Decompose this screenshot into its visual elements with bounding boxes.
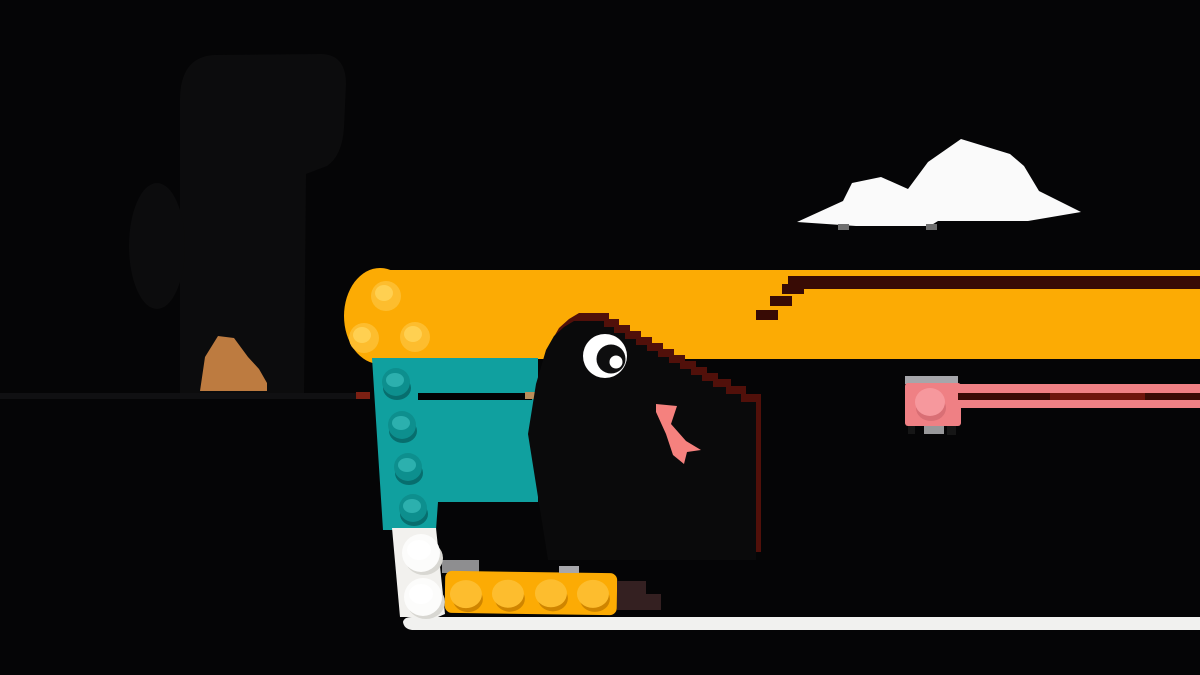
cloud-shadow-left [838,224,849,230]
bar-stud [576,579,609,608]
maroon-back-line [788,276,1200,289]
tan-accent-tip [525,392,537,399]
yellow-stud-highlight [353,327,371,343]
snake-eye [583,334,627,378]
pink-stripe-upper [958,384,1200,393]
pink-brick-stud [915,388,945,416]
stripe-red-segment [1050,393,1145,400]
bar-stud [449,580,482,609]
yellow-studs [349,281,430,353]
pink-brick [905,376,961,435]
white-stud-highlight [407,540,431,560]
bar-stud [534,579,567,608]
cloud-shadow-right [926,224,937,230]
gray-sliver-on-bar [559,566,579,573]
bar-stud [491,579,524,608]
red-accent-left-of-teal [356,392,370,399]
teal-stud-logo [392,416,410,430]
cloud [797,139,1081,230]
teal-plate-shape [372,358,538,530]
pink-brick-gray-top [905,376,958,384]
gray-wedge [442,560,479,573]
teal-studs [382,368,428,526]
desert-rock [200,336,267,391]
cloud-shape [797,139,1081,226]
yellow-stud-highlight [375,285,393,301]
bar-studs [449,579,610,613]
yellow-bar-shape [444,570,618,616]
white-brick-stack [392,528,445,619]
pink-stripe-lower [958,400,1200,408]
teal-stud-logo [386,373,404,387]
shadow-blob [617,581,661,610]
snake-tongue [656,404,701,464]
maroon-step [770,296,792,306]
head-silhouette [528,321,756,560]
shadow-blob-lower [617,594,661,610]
ground-line-left [0,393,370,399]
maroon-step [756,310,778,320]
yellow-stud-highlight [404,326,422,342]
pink-stripes [958,384,1200,408]
pink-brick-foot [947,426,956,435]
maroon-step [782,284,804,294]
snake-back-maroon-line [756,276,1200,320]
pink-brick-foot [908,426,915,434]
cactus-arm [129,183,185,309]
yellow-bottom-bar [444,570,618,616]
pink-brick-gray-nub [924,426,944,434]
teal-stud-logo [403,499,421,513]
cactus-silhouette [129,54,346,397]
white-ground-strip [403,617,1200,630]
seam-line-on-teal [418,393,532,400]
cactus-trunk [180,54,346,397]
teal-stud-logo [398,458,416,472]
teal-plate [356,358,538,530]
eye-highlight [609,355,623,369]
snake-head [528,313,761,560]
ground-line [0,393,370,399]
white-stud-highlight [409,584,433,604]
